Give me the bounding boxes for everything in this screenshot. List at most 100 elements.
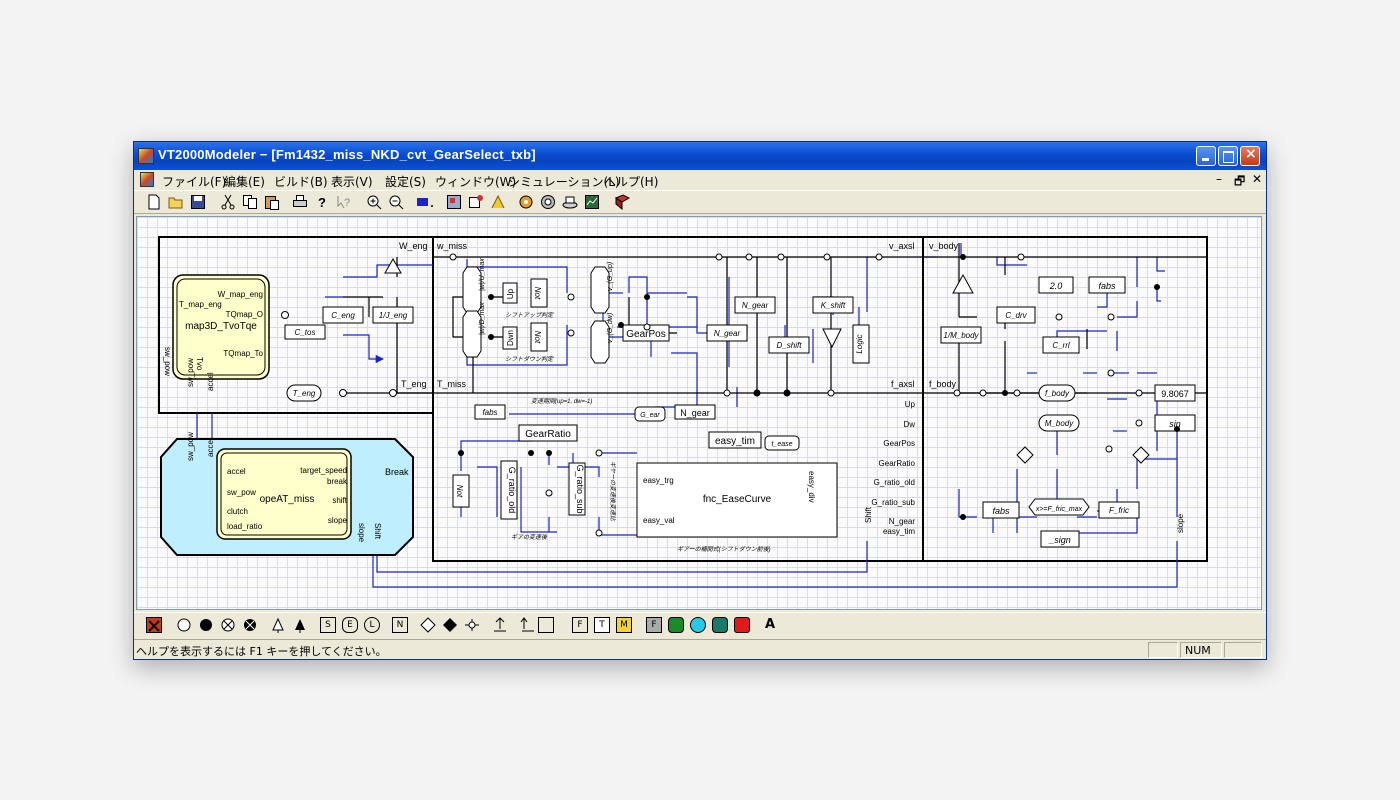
diamond-filled-icon[interactable]	[442, 617, 458, 633]
f-block-gray-icon[interactable]: F	[646, 617, 662, 633]
input-label-icon[interactable]	[520, 617, 536, 633]
cut-icon[interactable]	[220, 194, 236, 210]
circle-filled-icon[interactable]	[198, 617, 214, 633]
m-block-icon[interactable]: M	[616, 617, 632, 633]
easy-tim-block[interactable]: easy_tim	[709, 432, 761, 448]
n-gear-2-block[interactable]: N_gear	[735, 297, 775, 313]
text-icon[interactable]: A	[762, 617, 778, 633]
s-block-icon[interactable]: S	[320, 617, 336, 633]
context-help-icon[interactable]: ?	[336, 194, 352, 210]
g-ratio-sub-block[interactable]: G_ratio_sub	[569, 463, 585, 515]
diamond-icon[interactable]	[420, 617, 436, 633]
logic-block[interactable]: Logic	[853, 325, 869, 363]
minimize-button[interactable]	[1196, 146, 1216, 166]
inv-m-body-block[interactable]: 1/M_body	[941, 327, 981, 343]
zoom-out-icon[interactable]	[388, 194, 404, 210]
f-body-terminal[interactable]: f_body	[1039, 385, 1075, 401]
inv-j-eng-block[interactable]: 1/J_eng	[373, 307, 413, 323]
module-icon[interactable]	[540, 194, 556, 210]
f-fric-block[interactable]: F_fric	[1099, 502, 1139, 518]
build-icon[interactable]	[446, 194, 462, 210]
new-file-icon[interactable]	[146, 194, 162, 210]
menu-edit[interactable]: 編集(E)	[224, 173, 265, 190]
circle-open-icon[interactable]	[176, 617, 192, 633]
graph-icon[interactable]	[584, 194, 600, 210]
fabs-center-block[interactable]: fabs	[475, 405, 505, 419]
color-select-icon[interactable]	[416, 194, 436, 210]
copy-icon[interactable]	[242, 194, 258, 210]
mdi-close-button[interactable]: ✕	[1252, 172, 1262, 186]
teal-block-icon[interactable]	[712, 617, 728, 633]
l-block-icon[interactable]: L	[364, 617, 380, 633]
maximize-button[interactable]	[1218, 146, 1238, 166]
friction-compare-block[interactable]: x>=F_fric_max	[1029, 499, 1089, 515]
save-icon[interactable]	[190, 194, 206, 210]
not-center-block[interactable]: Not	[453, 475, 469, 507]
fabs-right-block[interactable]: fabs	[1089, 277, 1125, 293]
menu-help[interactable]: ヘルプ(H)	[604, 173, 658, 190]
v-g-up-block[interactable]: v_(G_up)	[591, 262, 614, 313]
svg-text:GearRatio: GearRatio	[525, 429, 571, 440]
fnc-easecurve-block[interactable]: fnc_EaseCurve easy_trg easy_val easy_div	[637, 463, 837, 537]
run-icon[interactable]	[490, 194, 506, 210]
f-block-icon[interactable]: F	[572, 617, 588, 633]
triangle-open-icon[interactable]	[270, 617, 286, 633]
menu-build[interactable]: ビルド(B)	[274, 173, 328, 190]
not-up-block[interactable]: Not	[531, 279, 547, 307]
switch-icon[interactable]	[464, 617, 480, 633]
green-block-icon[interactable]	[668, 617, 684, 633]
paste-icon[interactable]	[264, 194, 280, 210]
const-2-block[interactable]: 2.0	[1039, 277, 1073, 293]
t-eng-terminal[interactable]: T_eng	[287, 385, 321, 401]
monitor-icon[interactable]	[562, 194, 578, 210]
open-folder-icon[interactable]	[168, 194, 184, 210]
c-drv-block[interactable]: C_drv	[997, 307, 1035, 323]
multiply-icon[interactable]	[220, 617, 236, 633]
delete-icon[interactable]	[146, 617, 162, 633]
not-down-block[interactable]: Not	[531, 323, 547, 351]
diagram-canvas[interactable]: map3D_TvoTqe T_map_eng W_map_eng TQmap_O…	[136, 216, 1262, 610]
c-rrl-block[interactable]: C_rrl	[1043, 337, 1079, 353]
print-icon[interactable]	[292, 194, 308, 210]
shift-down-block[interactable]: Dwn	[503, 327, 517, 349]
t-ease-block[interactable]: t_ease	[765, 436, 799, 450]
map3d-block[interactable]: map3D_TvoTqe T_map_eng W_map_eng TQmap_O…	[163, 275, 269, 379]
m-body-block[interactable]: M_body	[1039, 415, 1079, 431]
fabs-friction-block[interactable]: fabs	[983, 502, 1019, 518]
close-button[interactable]: ×	[1240, 146, 1260, 166]
gear-ratio-block[interactable]: GearRatio	[519, 425, 577, 441]
help-icon[interactable]: ?	[314, 194, 330, 210]
mdi-minimize-button[interactable]: –	[1216, 172, 1222, 186]
input-icon[interactable]	[492, 617, 508, 633]
red-block-icon[interactable]	[734, 617, 750, 633]
menu-window[interactable]: ウィンドウ(W)	[435, 173, 516, 190]
shift-up-block[interactable]: Up	[503, 283, 517, 303]
c-tos-block[interactable]: C_tos	[285, 325, 325, 339]
n-gear-out-block[interactable]: N_gear	[675, 405, 715, 419]
sum-icon[interactable]	[242, 617, 258, 633]
n-gear-block[interactable]: N_gear	[707, 325, 747, 341]
settings-icon[interactable]	[518, 194, 534, 210]
menu-view[interactable]: 表示(V)	[331, 173, 373, 190]
menu-settings[interactable]: 設定(S)	[385, 173, 426, 190]
menu-simulation[interactable]: シミュレーション(L)	[508, 173, 620, 190]
c-eng-block[interactable]: C_eng	[323, 307, 363, 323]
sign-block[interactable]: _sign	[1041, 531, 1079, 547]
book-icon[interactable]	[614, 194, 630, 210]
compile-icon[interactable]	[468, 194, 484, 210]
zoom-in-icon[interactable]	[366, 194, 382, 210]
n-block-icon[interactable]: N	[392, 617, 408, 633]
e-block-icon[interactable]: E	[342, 617, 358, 633]
title-bar[interactable]: VT2000Modeler − [Fm1432_miss_NKD_cvt_Gea…	[134, 142, 1266, 170]
t-block-icon[interactable]: T	[594, 617, 610, 633]
gravity-const-block[interactable]: 9.8067	[1155, 385, 1195, 401]
d-shift-block[interactable]: D_shift	[769, 337, 809, 353]
block-diagram[interactable]: map3D_TvoTqe T_map_eng W_map_eng TQmap_O…	[137, 217, 1261, 609]
k-shift-block[interactable]: K_shift	[813, 297, 853, 313]
output-label-icon[interactable]	[538, 617, 554, 633]
g-ear-block[interactable]: G_ear	[635, 407, 665, 421]
triangle-filled-icon[interactable]	[292, 617, 308, 633]
menu-file[interactable]: ファイル(F)	[162, 173, 226, 190]
g-ratio-old-block[interactable]: G_ratio_old	[501, 461, 517, 519]
cyan-block-icon[interactable]	[690, 617, 706, 633]
